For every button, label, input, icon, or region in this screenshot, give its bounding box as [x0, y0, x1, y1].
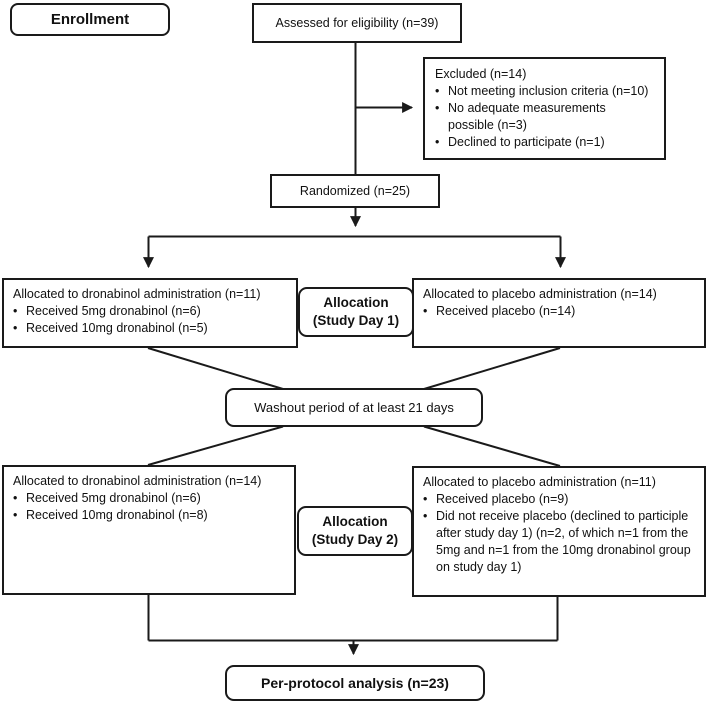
line-alloc1-right-to-washout — [423, 347, 561, 390]
bullet-icon — [13, 507, 26, 524]
alloc1-right-bullet: Received placebo (n=14) — [423, 303, 695, 320]
allocation-day1-placebo-box: Allocated to placebo administration (n=1… — [412, 278, 706, 348]
washout-text: Washout period of at least 21 days — [254, 400, 454, 415]
excluded-bullet: Not meeting inclusion criteria (n=10) — [435, 83, 650, 100]
allocation-day2-placebo-box: Allocated to placebo administration (n=1… — [412, 466, 706, 597]
per-protocol-analysis-box: Per-protocol analysis (n=23) — [225, 665, 485, 701]
alloc1-left-title: Allocated to dronabinol administration (… — [13, 287, 261, 301]
bullet-icon — [13, 303, 26, 320]
bullet-icon — [435, 100, 448, 134]
alloc1-label-line1: Allocation — [323, 295, 389, 310]
alloc2-left-bullet: Received 10mg dronabinol (n=8) — [13, 507, 285, 524]
line-alloc1-left-to-washout — [147, 347, 284, 390]
alloc2-right-title: Allocated to placebo administration (n=1… — [423, 475, 656, 489]
assessed-text: Assessed for eligibility (n=39) — [275, 15, 439, 30]
bullet-icon — [435, 134, 448, 151]
line-washout-to-alloc2-left — [147, 425, 284, 466]
excluded-bullet: Declined to participate (n=1) — [435, 134, 650, 151]
bullet-icon — [13, 320, 26, 337]
bullet-icon — [423, 303, 436, 320]
excluded-title: Excluded (n=14) — [435, 67, 527, 81]
bullet-icon — [423, 491, 436, 508]
alloc1-right-title: Allocated to placebo administration (n=1… — [423, 287, 657, 301]
enrollment-stage-box: Enrollment — [10, 3, 170, 36]
excluded-box: Excluded (n=14) Not meeting inclusion cr… — [423, 57, 666, 160]
alloc1-left-bullet: Received 10mg dronabinol (n=5) — [13, 320, 287, 337]
randomized-text: Randomized (n=25) — [299, 183, 411, 198]
bullet-icon — [13, 490, 26, 507]
allocation-day2-dronabinol-box: Allocated to dronabinol administration (… — [2, 465, 296, 595]
allocation-day2-stage-box: Allocation (Study Day 2) — [297, 506, 413, 556]
randomized-box: Randomized (n=25) — [270, 174, 440, 208]
line-washout-to-alloc2-right — [423, 425, 561, 467]
alloc2-left-bullet: Received 5mg dronabinol (n=6) — [13, 490, 285, 507]
allocation-day1-dronabinol-box: Allocated to dronabinol administration (… — [2, 278, 298, 348]
assessed-box: Assessed for eligibility (n=39) — [252, 3, 462, 43]
alloc2-left-title: Allocated to dronabinol administration (… — [13, 474, 262, 488]
allocation-day1-stage-box: Allocation (Study Day 1) — [298, 287, 414, 337]
alloc1-label-line2: (Study Day 1) — [312, 313, 400, 328]
alloc2-label-line1: Allocation — [322, 514, 388, 529]
alloc2-right-bullet: Received placebo (n=9) — [423, 491, 695, 508]
alloc1-left-bullet: Received 5mg dronabinol (n=6) — [13, 303, 287, 320]
excluded-bullet: No adequate measurements possible (n=3) — [435, 100, 650, 134]
alloc2-right-bullet: Did not receive placebo (declined to par… — [423, 508, 695, 576]
bullet-icon — [423, 508, 436, 576]
enrollment-stage-label: Enrollment — [50, 11, 130, 28]
bullet-icon — [435, 83, 448, 100]
washout-box: Washout period of at least 21 days — [225, 388, 483, 427]
alloc2-label-line2: (Study Day 2) — [311, 532, 399, 547]
per-protocol-text: Per-protocol analysis (n=23) — [261, 674, 449, 691]
